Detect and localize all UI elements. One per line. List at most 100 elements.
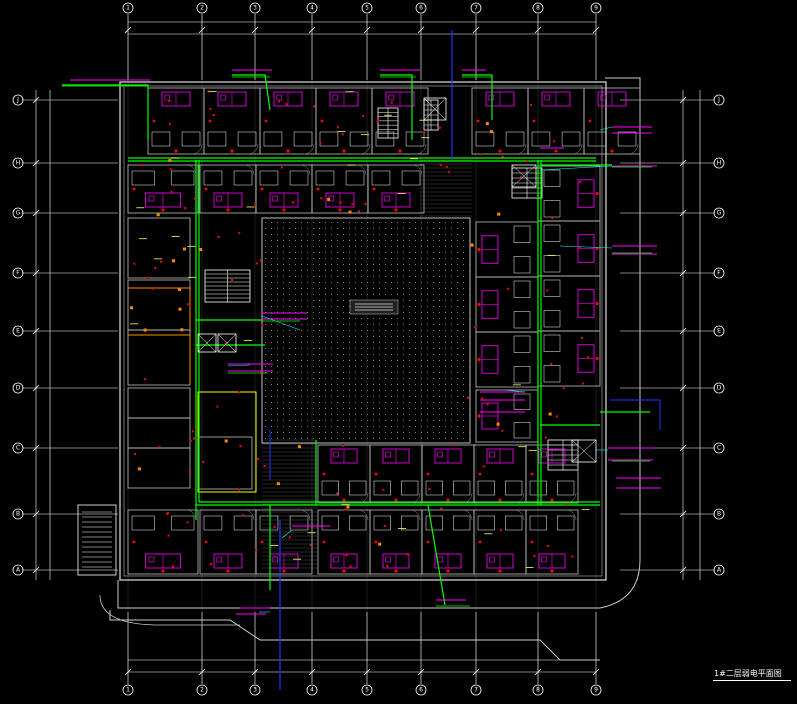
paving-dot: [349, 336, 350, 337]
paving-dot: [397, 228, 398, 229]
paving-dot: [283, 432, 284, 433]
socket-marker: [581, 382, 584, 385]
socket-marker: [209, 107, 212, 110]
bed: [375, 131, 395, 147]
paving-dot: [349, 252, 350, 253]
bed: [293, 131, 313, 147]
paving-dot: [367, 282, 368, 283]
paving-dot: [271, 300, 272, 301]
axis-bubble-left: [12, 442, 24, 454]
cable-tray-run: [62, 84, 149, 140]
paving-dot: [289, 288, 290, 289]
paving-dot: [277, 228, 278, 229]
paving-dot: [337, 378, 338, 379]
paving-dot: [265, 294, 266, 295]
bed: [543, 279, 561, 297]
paving-dot: [295, 306, 296, 307]
paving-dot: [439, 288, 440, 289]
paving-dot: [265, 234, 266, 235]
paving-dot: [289, 348, 290, 349]
paving-dot: [409, 390, 410, 391]
paving-dot: [385, 240, 386, 241]
bed: [587, 131, 607, 147]
paving-dot: [319, 264, 320, 265]
paving-dot: [415, 276, 416, 277]
courtyard-outline: [261, 217, 471, 444]
paving-dot: [373, 240, 374, 241]
paving-dot: [391, 234, 392, 235]
door-swing: [411, 164, 423, 176]
paving-dot: [277, 396, 278, 397]
paving-dot: [379, 378, 380, 379]
socket-dot: [226, 208, 230, 212]
bed: [373, 515, 391, 531]
paving-dot: [337, 360, 338, 361]
paving-dot: [463, 366, 464, 367]
annotations: [62, 69, 661, 615]
paving-dot: [427, 306, 428, 307]
paving-dot: [469, 228, 470, 229]
paving-dot: [313, 246, 314, 247]
paving-dot: [361, 420, 362, 421]
room-unit: [583, 87, 641, 155]
paving-dot: [283, 294, 284, 295]
paving-dot: [373, 258, 374, 259]
socket-marker: [160, 260, 163, 263]
paving-dot: [295, 252, 296, 253]
paving-dot: [421, 330, 422, 331]
paving-dot: [361, 396, 362, 397]
paving-dot: [283, 306, 284, 307]
paving-dot: [349, 348, 350, 349]
paving-dot: [289, 240, 290, 241]
paving-dot: [361, 408, 362, 409]
paving-dot: [355, 264, 356, 265]
paving-dot: [469, 372, 470, 373]
paving-dot: [409, 300, 410, 301]
bed: [319, 131, 339, 147]
paving-dot: [409, 282, 410, 283]
paving-dot: [439, 234, 440, 235]
socket-marker: [259, 370, 262, 373]
paving-dot: [301, 324, 302, 325]
paving-dot: [397, 288, 398, 289]
office-room: [127, 387, 191, 419]
paving-dot: [289, 330, 290, 331]
paving-dot: [313, 312, 314, 313]
paving-dot: [391, 384, 392, 385]
paving-dot: [415, 342, 416, 343]
door-swing: [565, 492, 577, 504]
socket-marker: [168, 100, 171, 103]
paving-dot: [439, 360, 440, 361]
bed: [513, 335, 531, 353]
paving-dot: [469, 438, 470, 439]
paving-dot: [427, 228, 428, 229]
paving-dot: [295, 222, 296, 223]
paving-dot: [289, 324, 290, 325]
door-swing: [627, 143, 639, 155]
paving-dot: [451, 360, 452, 361]
socket-marker: [386, 565, 389, 568]
door-swing: [357, 492, 369, 504]
dim-tick: [198, 668, 206, 676]
paving-dot: [277, 294, 278, 295]
paving-dot: [361, 222, 362, 223]
paving-dot: [355, 228, 356, 229]
paving-dot: [463, 336, 464, 337]
paving-dot: [463, 222, 464, 223]
paving-dot: [271, 264, 272, 265]
paving-dot: [469, 234, 470, 235]
paving-dot: [301, 270, 302, 271]
paving-dot: [319, 354, 320, 355]
paving-dot: [331, 348, 332, 349]
dimension-lines: [32, 21, 701, 676]
socket-marker: [520, 175, 523, 178]
paving-dot: [301, 306, 302, 307]
socket-marker: [261, 324, 264, 327]
paving-dot: [301, 432, 302, 433]
paving-dot: [421, 294, 422, 295]
toilet-fixture: [388, 94, 395, 101]
socket-marker: [351, 203, 354, 206]
paving-dot: [343, 246, 344, 247]
cable-tray-run: [195, 160, 600, 506]
paving-dot: [457, 414, 458, 415]
